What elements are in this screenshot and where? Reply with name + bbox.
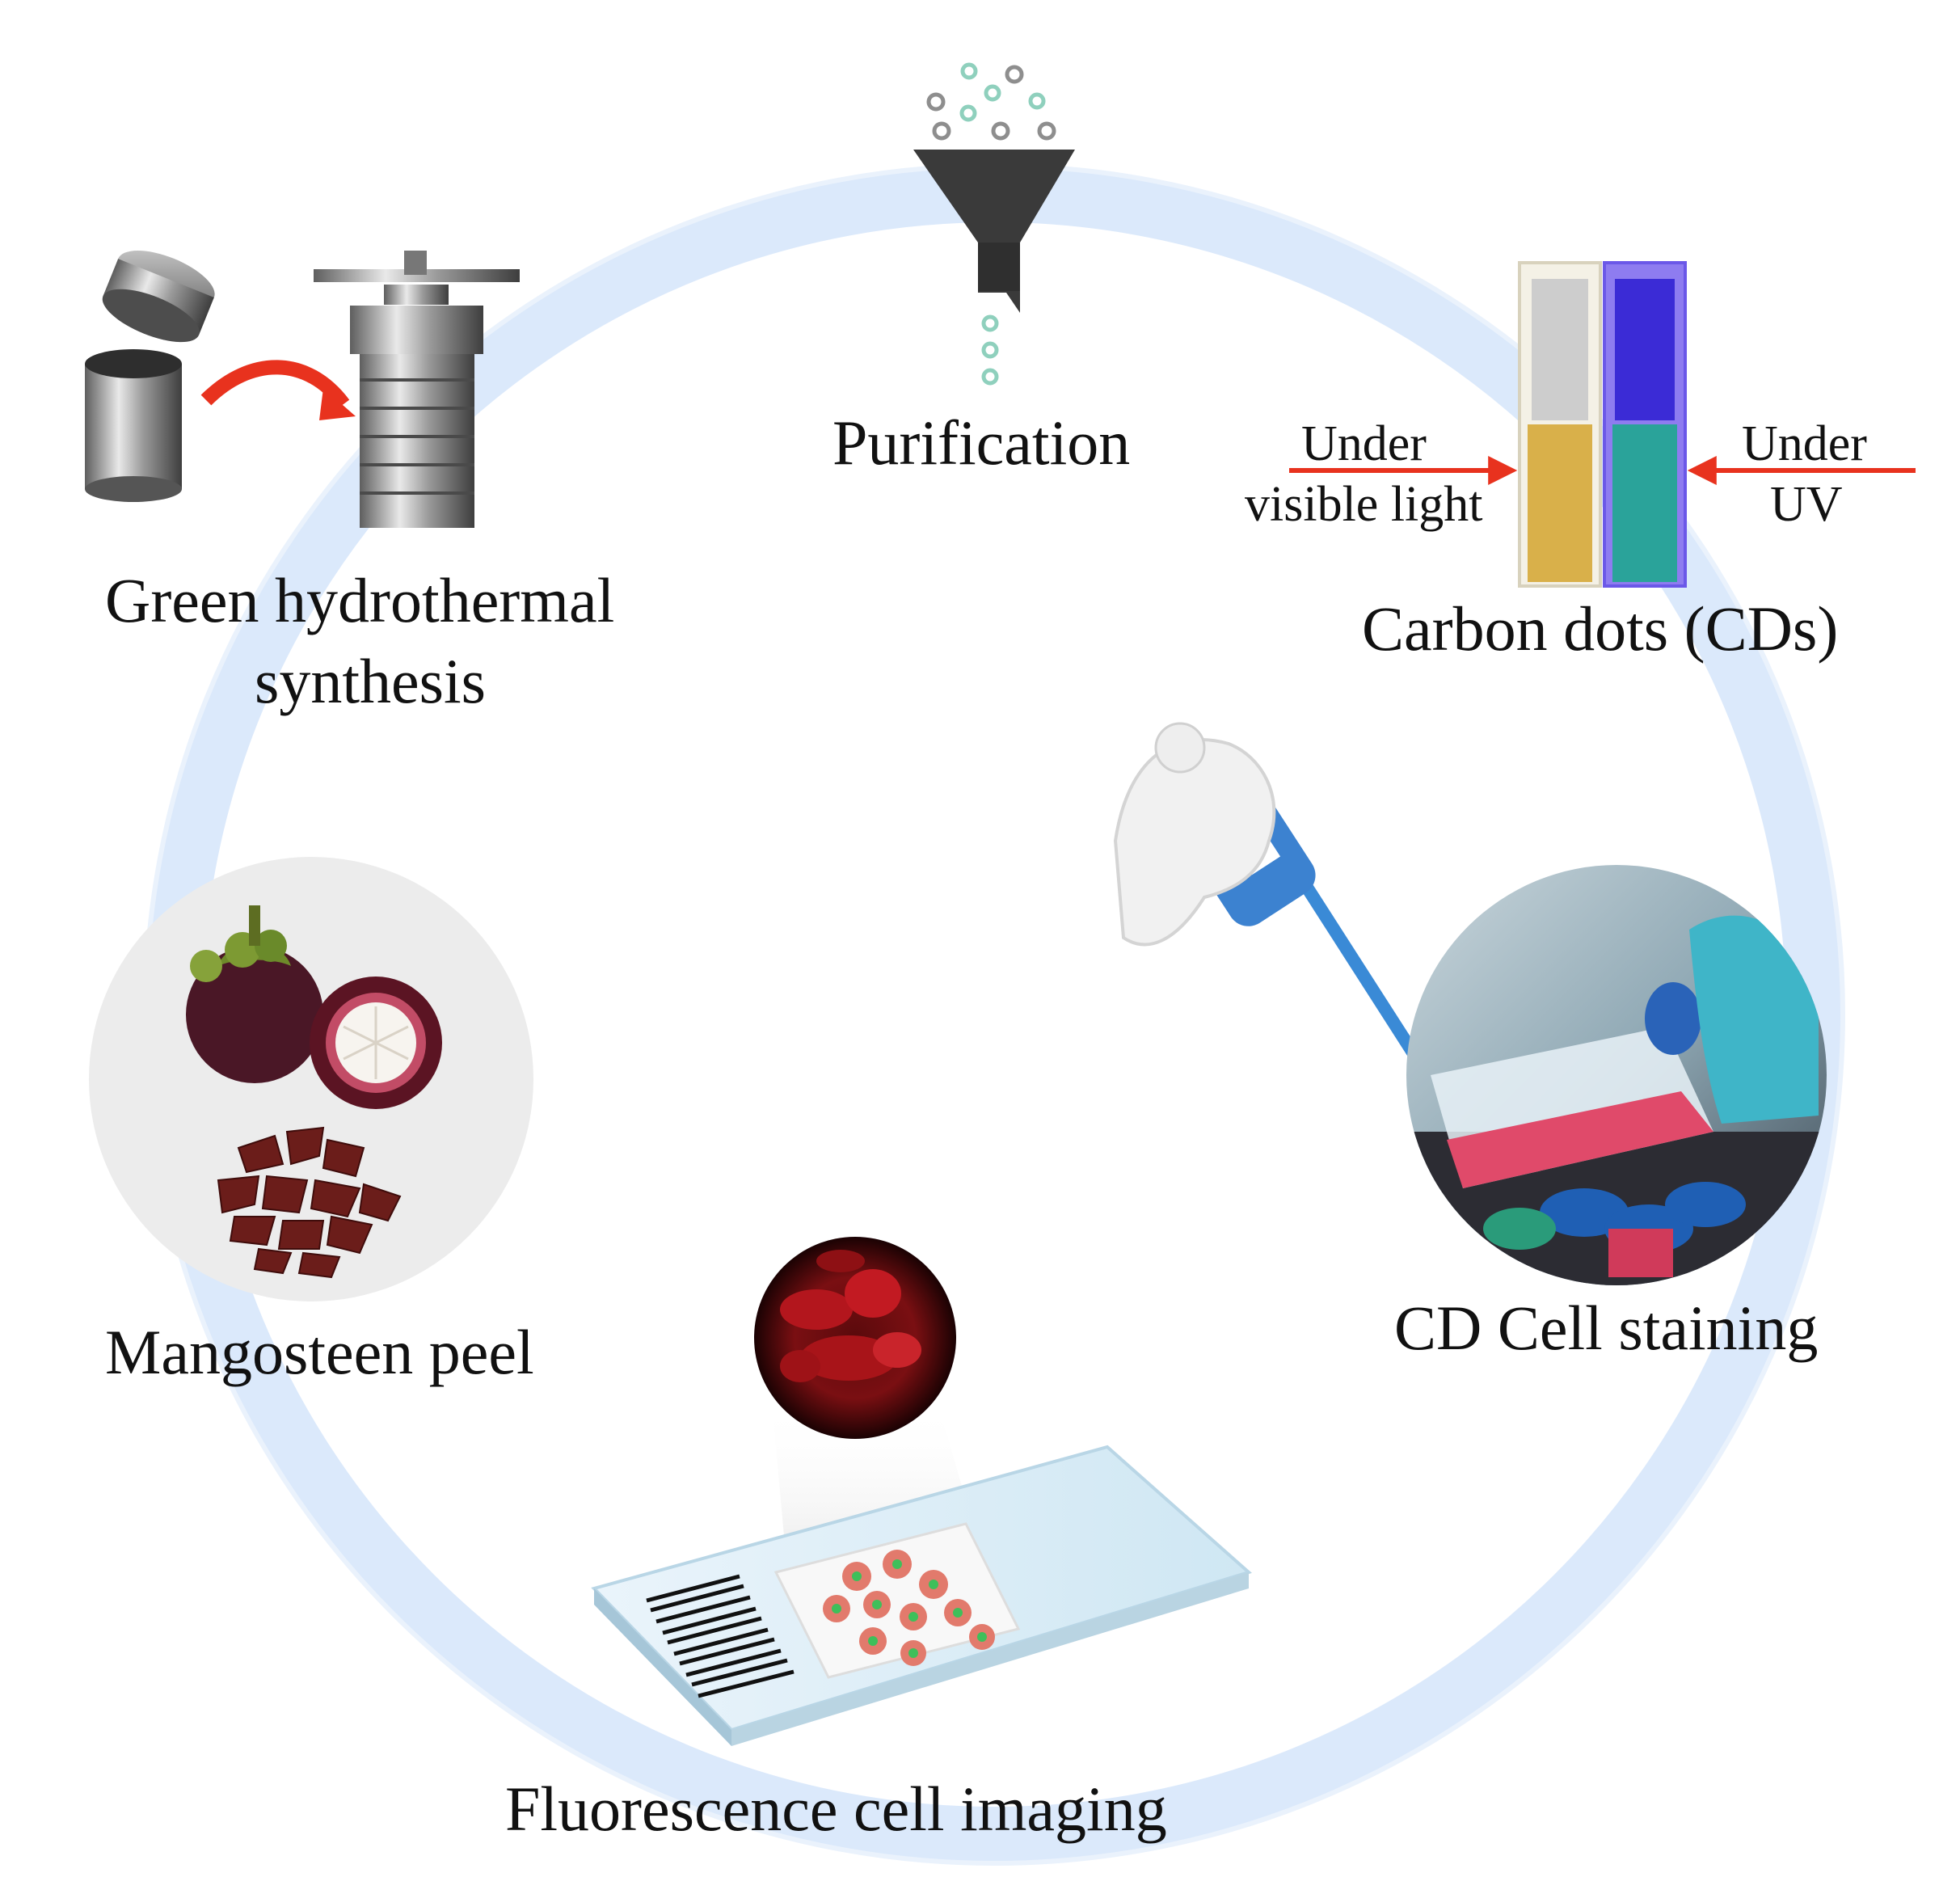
label-carbon-dots: Carbon dots (CDs) xyxy=(1362,593,1839,664)
label-mangosteen: Mangosteen peel xyxy=(105,1317,534,1387)
label-cell-staining: CD Cell staining xyxy=(1394,1293,1819,1363)
label-imaging: Fluorescence cell imaging xyxy=(505,1774,1167,1844)
funnel-icon xyxy=(913,62,1075,386)
label-synthesis-line1: Green hydrothermal xyxy=(105,565,615,635)
fluorescence-image xyxy=(780,1250,921,1382)
microscope-slide-icon xyxy=(591,1445,1253,1746)
label-purification: Purification xyxy=(832,407,1131,478)
label-visible-line1: Under xyxy=(1301,416,1427,471)
label-visible-line2: visible light xyxy=(1245,477,1483,532)
label-synthesis-line2: synthesis xyxy=(255,646,487,716)
cell-staining-photo xyxy=(1406,865,1827,1285)
label-uv-line1: Under xyxy=(1742,416,1867,471)
pipette-icon xyxy=(1113,722,1437,1085)
mangosteen-icon xyxy=(186,905,442,1109)
cuvette-uv-icon xyxy=(1603,261,1687,588)
autoclave-icon xyxy=(85,251,520,528)
dried-peel-icon xyxy=(217,1126,402,1279)
barcode-icon xyxy=(646,1574,795,1698)
label-uv-line2: UV xyxy=(1770,477,1843,532)
cuvette-visible-icon xyxy=(1518,261,1602,588)
stained-cells xyxy=(823,1550,995,1666)
